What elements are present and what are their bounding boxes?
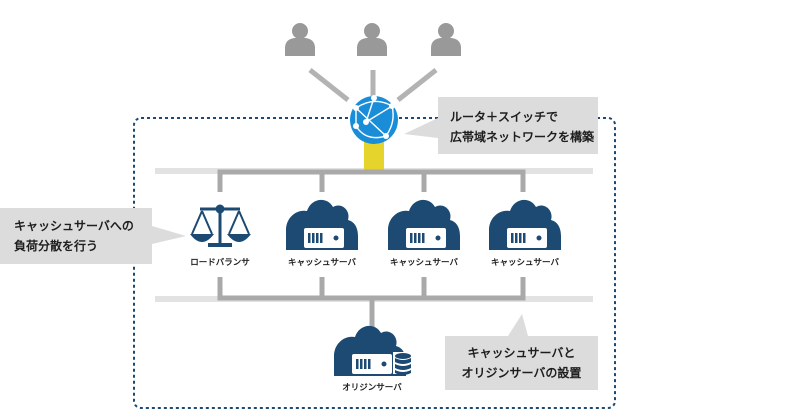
callout-router-line-1: ルータ＋スイッチで <box>450 110 559 124</box>
upper-bus <box>217 169 526 192</box>
globe-icon <box>350 95 398 144</box>
user-icon <box>357 23 387 56</box>
cloud-server-icon <box>286 199 358 250</box>
user-icon <box>431 23 461 56</box>
user-links <box>308 68 438 102</box>
callout-loadbalance-line-2: 負荷分散を行う <box>14 239 99 253</box>
callout-pointer <box>508 314 528 336</box>
uplink <box>364 140 384 172</box>
node-label-cache-1: キャッシュサーバ <box>288 258 356 268</box>
callout-pointer <box>404 118 438 138</box>
node-label-load-balancer: ロードバランサ <box>190 258 250 268</box>
user-icon <box>285 23 315 56</box>
cloud-server-icon <box>489 199 561 250</box>
node-label-cache-2: キャッシュサーバ <box>390 258 458 268</box>
callout-origin-line-2: オリジンサーバの設置 <box>461 366 582 380</box>
callout-loadbalance: キャッシュサーバへの 負荷分散を行う <box>0 208 152 264</box>
node-label-cache-3: キャッシュサーバ <box>491 258 559 268</box>
database-icon <box>393 352 413 375</box>
cloud-server-icon <box>388 199 460 250</box>
callout-router-line-2: 広帯域ネットワークを構築 <box>450 130 595 144</box>
node-label-origin: オリジンサーバ <box>342 383 402 393</box>
callout-origin-line-1: キャッシュサーバと <box>467 346 576 360</box>
balance-scale-icon <box>190 204 251 247</box>
callout-origin: キャッシュサーバと オリジンサーバの設置 <box>445 336 598 390</box>
lower-bus <box>217 277 526 328</box>
callout-loadbalance-line-1: キャッシュサーバへの <box>14 219 134 233</box>
callout-router: ルータ＋スイッチで 広帯域ネットワークを構築 <box>438 97 598 154</box>
callout-pointer <box>152 226 186 244</box>
